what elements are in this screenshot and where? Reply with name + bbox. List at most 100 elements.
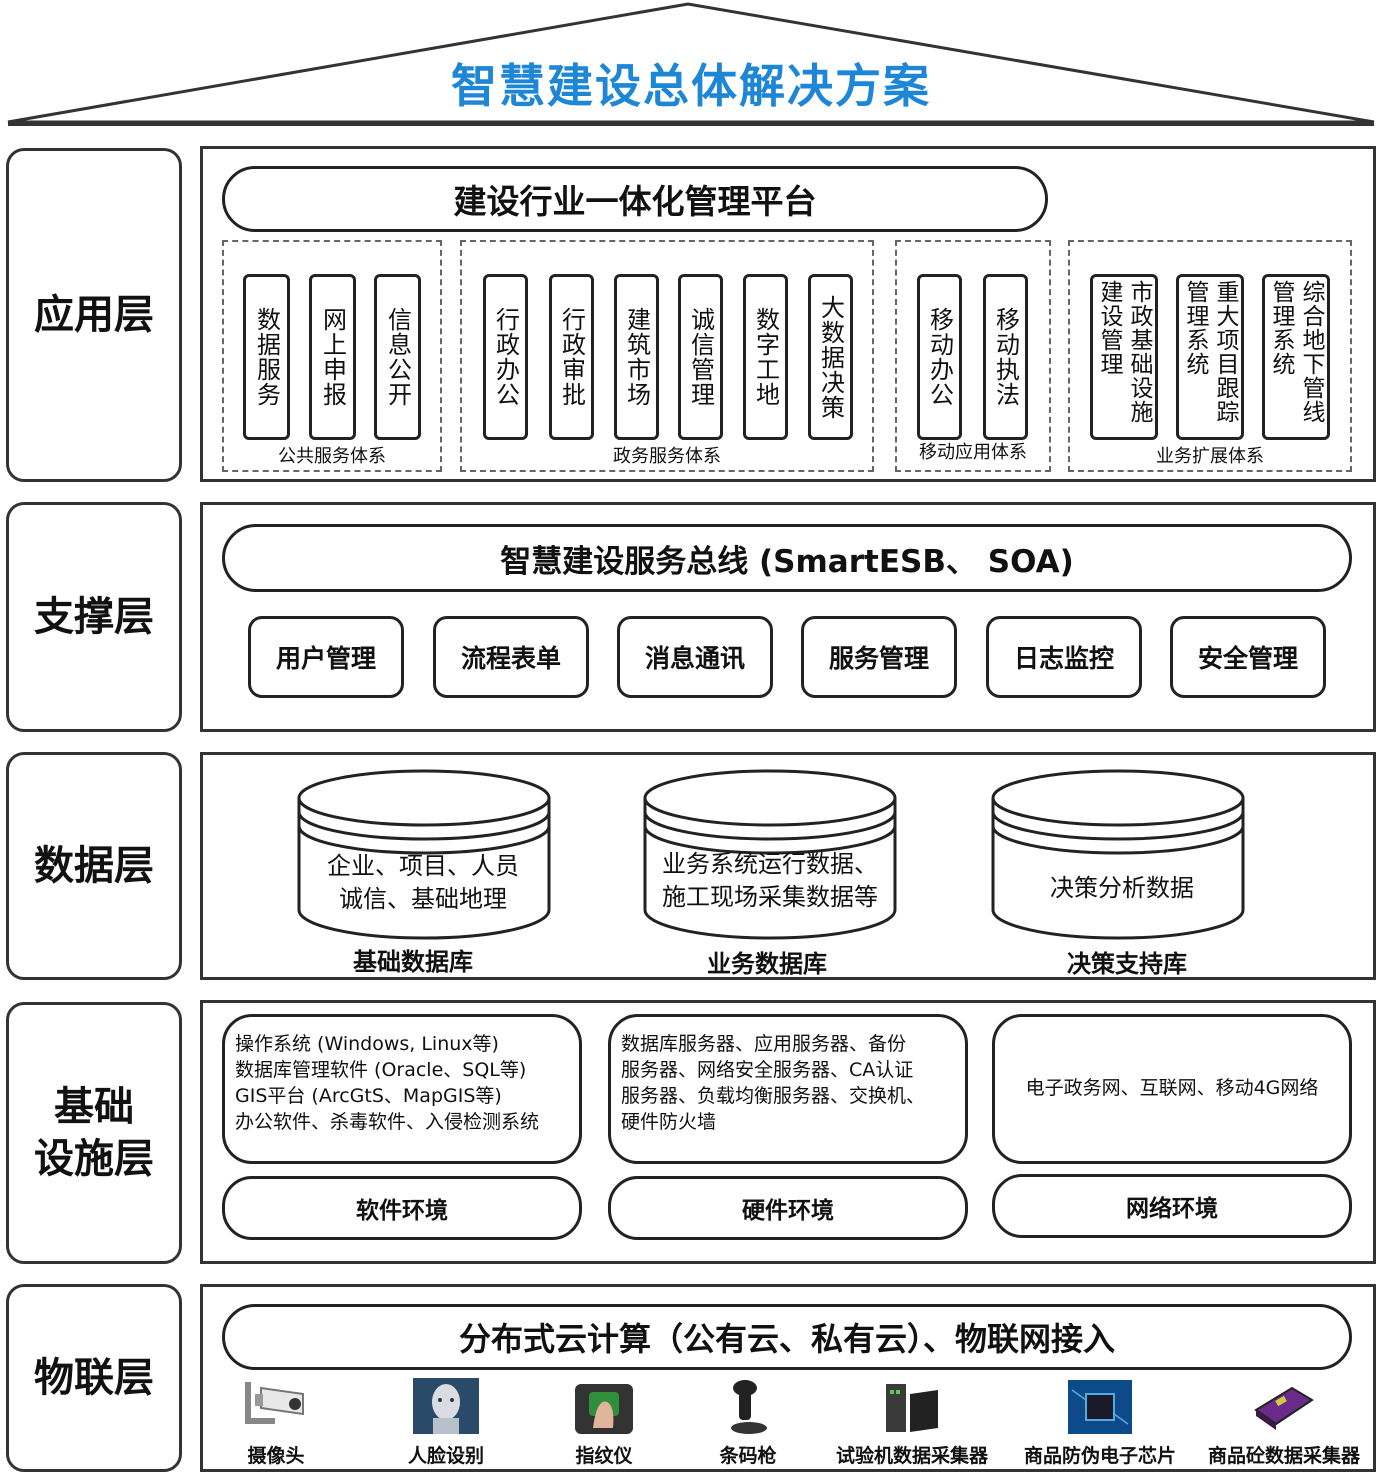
data-layer-label: 数据层	[6, 752, 182, 980]
db-basic-line: 企业、项目、人员	[327, 852, 519, 880]
app-item-info-public: 信息公开	[374, 274, 421, 440]
db-basic-content: 企业、项目、人员 诚信、基础地理	[300, 850, 546, 916]
db-decision-line: 决策分析数据	[1050, 874, 1194, 902]
infra-layer-label-line: 设施层	[34, 1136, 154, 1182]
module-user-mgmt: 用户管理	[248, 616, 404, 698]
device-barcode-gun-label: 条码枪	[719, 1445, 777, 1467]
module-text: 安全管理	[1197, 644, 1298, 673]
db-basic-name: 基础数据库	[353, 948, 473, 976]
app-item-construction-market: 建筑市场	[614, 274, 659, 440]
device-concrete-collector: 商品砼数据采集器	[1196, 1376, 1372, 1468]
support-layer-label: 支撑层	[6, 502, 182, 732]
app-layer-label: 应用层	[6, 148, 182, 482]
hardware-env-line: 服务器、负载均衡服务器、交换机、	[621, 1085, 926, 1107]
hardware-env-line: 服务器、网络安全服务器、CA认证	[621, 1059, 914, 1081]
page-title: 智慧建设总体解决方案	[451, 59, 931, 113]
device-chip-label: 商品防伪电子芯片	[1023, 1445, 1176, 1467]
app-item-text: 行政审批	[557, 307, 586, 407]
device-fingerprint-label: 指纹仪	[575, 1445, 633, 1467]
iot-layer-label-text: 物联层	[34, 1355, 154, 1401]
app-item-mobile-enforce: 移动执法	[983, 274, 1028, 440]
module-text: 服务管理	[828, 644, 929, 673]
app-layer-label-text: 应用层	[34, 292, 154, 338]
app-item-text: 市政基础设施建设管理	[1096, 280, 1152, 424]
software-env-line: GIS平台 (ArcGtS、MapGIS等)	[235, 1085, 502, 1107]
support-layer-label-text: 支撑层	[34, 594, 154, 640]
app-item-admin-approval: 行政审批	[549, 274, 594, 440]
platform-text: 建设行业一体化管理平台	[453, 182, 817, 221]
infra-layer-label: 基础 设施层	[6, 1002, 182, 1264]
service-bus-text: 智慧建设服务总线 (SmartESB、 SOA)	[500, 543, 1074, 580]
device-data-collector-label: 试验机数据采集器	[835, 1445, 988, 1467]
device-barcode-gun: 条码枪	[692, 1376, 804, 1468]
data-layer-label-text: 数据层	[34, 843, 154, 889]
platform-pill: 建设行业一体化管理平台	[222, 166, 1048, 232]
concrete-collector-icon	[1254, 1386, 1314, 1430]
module-text: 日志监控	[1013, 644, 1114, 673]
hardware-env-line: 硬件防火墙	[621, 1111, 717, 1133]
network-env-name: 网络环境	[1126, 1196, 1218, 1222]
device-face-label: 人脸设别	[407, 1445, 484, 1467]
infra-layer-label-line: 基础	[54, 1084, 134, 1130]
software-env-line: 操作系统 (Windows, Linux等)	[235, 1033, 499, 1055]
app-item-text: 重大项目跟踪管理系统	[1182, 280, 1238, 424]
database-cylinder-icon	[297, 769, 551, 940]
group-public-service-label: 公共服务体系	[278, 446, 386, 467]
module-text: 流程表单	[460, 644, 561, 673]
network-env-desc: 电子政务网、互联网、移动4G网络	[992, 1014, 1352, 1164]
app-item-text: 诚信管理	[686, 307, 715, 407]
app-item-text: 数据服务	[252, 307, 281, 407]
software-env-line: 办公软件、杀毒软件、入侵检测系统	[235, 1111, 540, 1133]
app-item-mobile-office: 移动办公	[917, 274, 962, 440]
group-public-service: 公共服务体系	[222, 240, 442, 472]
software-env-line: 数据库管理软件 (Oracle、SQL等)	[235, 1059, 527, 1081]
camera-icon	[245, 1382, 304, 1424]
app-item-admin-office: 行政办公	[483, 274, 528, 440]
app-item-text: 数字工地	[751, 307, 780, 407]
group-gov-service-label: 政务服务体系	[613, 446, 721, 467]
barcode-gun-icon	[731, 1380, 767, 1434]
app-item-municipal-infra: 市政基础设施建设管理	[1090, 274, 1158, 440]
app-item-text: 大数据决策	[816, 294, 845, 420]
db-business-line: 施工现场采集数据等	[662, 883, 878, 911]
device-camera: 摄像头	[220, 1376, 332, 1468]
app-item-text: 建筑市场	[622, 307, 651, 407]
device-fingerprint: 指纹仪	[548, 1376, 660, 1468]
device-concrete-collector-label: 商品砼数据采集器	[1207, 1445, 1360, 1467]
app-item-online-declare: 网上申报	[309, 274, 356, 440]
group-biz-extension: 业务扩展体系	[1068, 240, 1352, 472]
network-env-pill: 网络环境	[992, 1174, 1352, 1238]
face-icon	[413, 1378, 479, 1434]
device-chip: 商品防伪电子芯片	[1012, 1376, 1188, 1468]
database-cylinder-icon	[991, 769, 1245, 940]
db-business-content: 业务系统运行数据、 施工现场采集数据等	[644, 848, 896, 914]
hardware-env-pill: 硬件环境	[608, 1176, 968, 1240]
chip-icon	[1068, 1380, 1132, 1434]
app-item-text: 移动执法	[991, 307, 1020, 407]
module-security-mgmt: 安全管理	[1170, 616, 1326, 698]
app-item-bigdata-decision: 大数据决策	[808, 274, 853, 440]
app-item-text: 信息公开	[383, 307, 412, 407]
cloud-text: 分布式云计算（公有云、私有云）、物联网接入	[458, 1320, 1115, 1358]
app-item-credit-mgmt: 诚信管理	[678, 274, 723, 440]
network-env-line: 电子政务网、互联网、移动4G网络	[1025, 1077, 1319, 1099]
device-camera-label: 摄像头	[247, 1445, 305, 1467]
group-biz-extension-label: 业务扩展体系	[1156, 446, 1264, 467]
app-item-text: 行政办公	[491, 307, 520, 407]
module-text: 消息通讯	[644, 644, 745, 673]
db-business-name: 业务数据库	[707, 950, 827, 978]
iot-layer-label: 物联层	[6, 1284, 182, 1472]
app-item-data-service: 数据服务	[243, 274, 290, 440]
cloud-pill: 分布式云计算（公有云、私有云）、物联网接入	[222, 1304, 1352, 1370]
db-decision-content: 决策分析数据	[994, 872, 1250, 905]
hardware-env-line: 数据库服务器、应用服务器、备份	[621, 1033, 907, 1055]
app-item-text: 综合地下管线管理系统	[1268, 280, 1324, 424]
db-decision-name: 决策支持库	[1067, 950, 1187, 978]
device-face: 人脸设别	[390, 1376, 502, 1468]
app-item-text: 网上申报	[318, 307, 347, 407]
roof-shape	[7, 2, 1375, 126]
module-log-monitor: 日志监控	[986, 616, 1142, 698]
software-env-pill: 软件环境	[222, 1176, 582, 1240]
db-basic-line: 诚信、基础地理	[339, 885, 507, 913]
module-text: 用户管理	[275, 644, 376, 673]
